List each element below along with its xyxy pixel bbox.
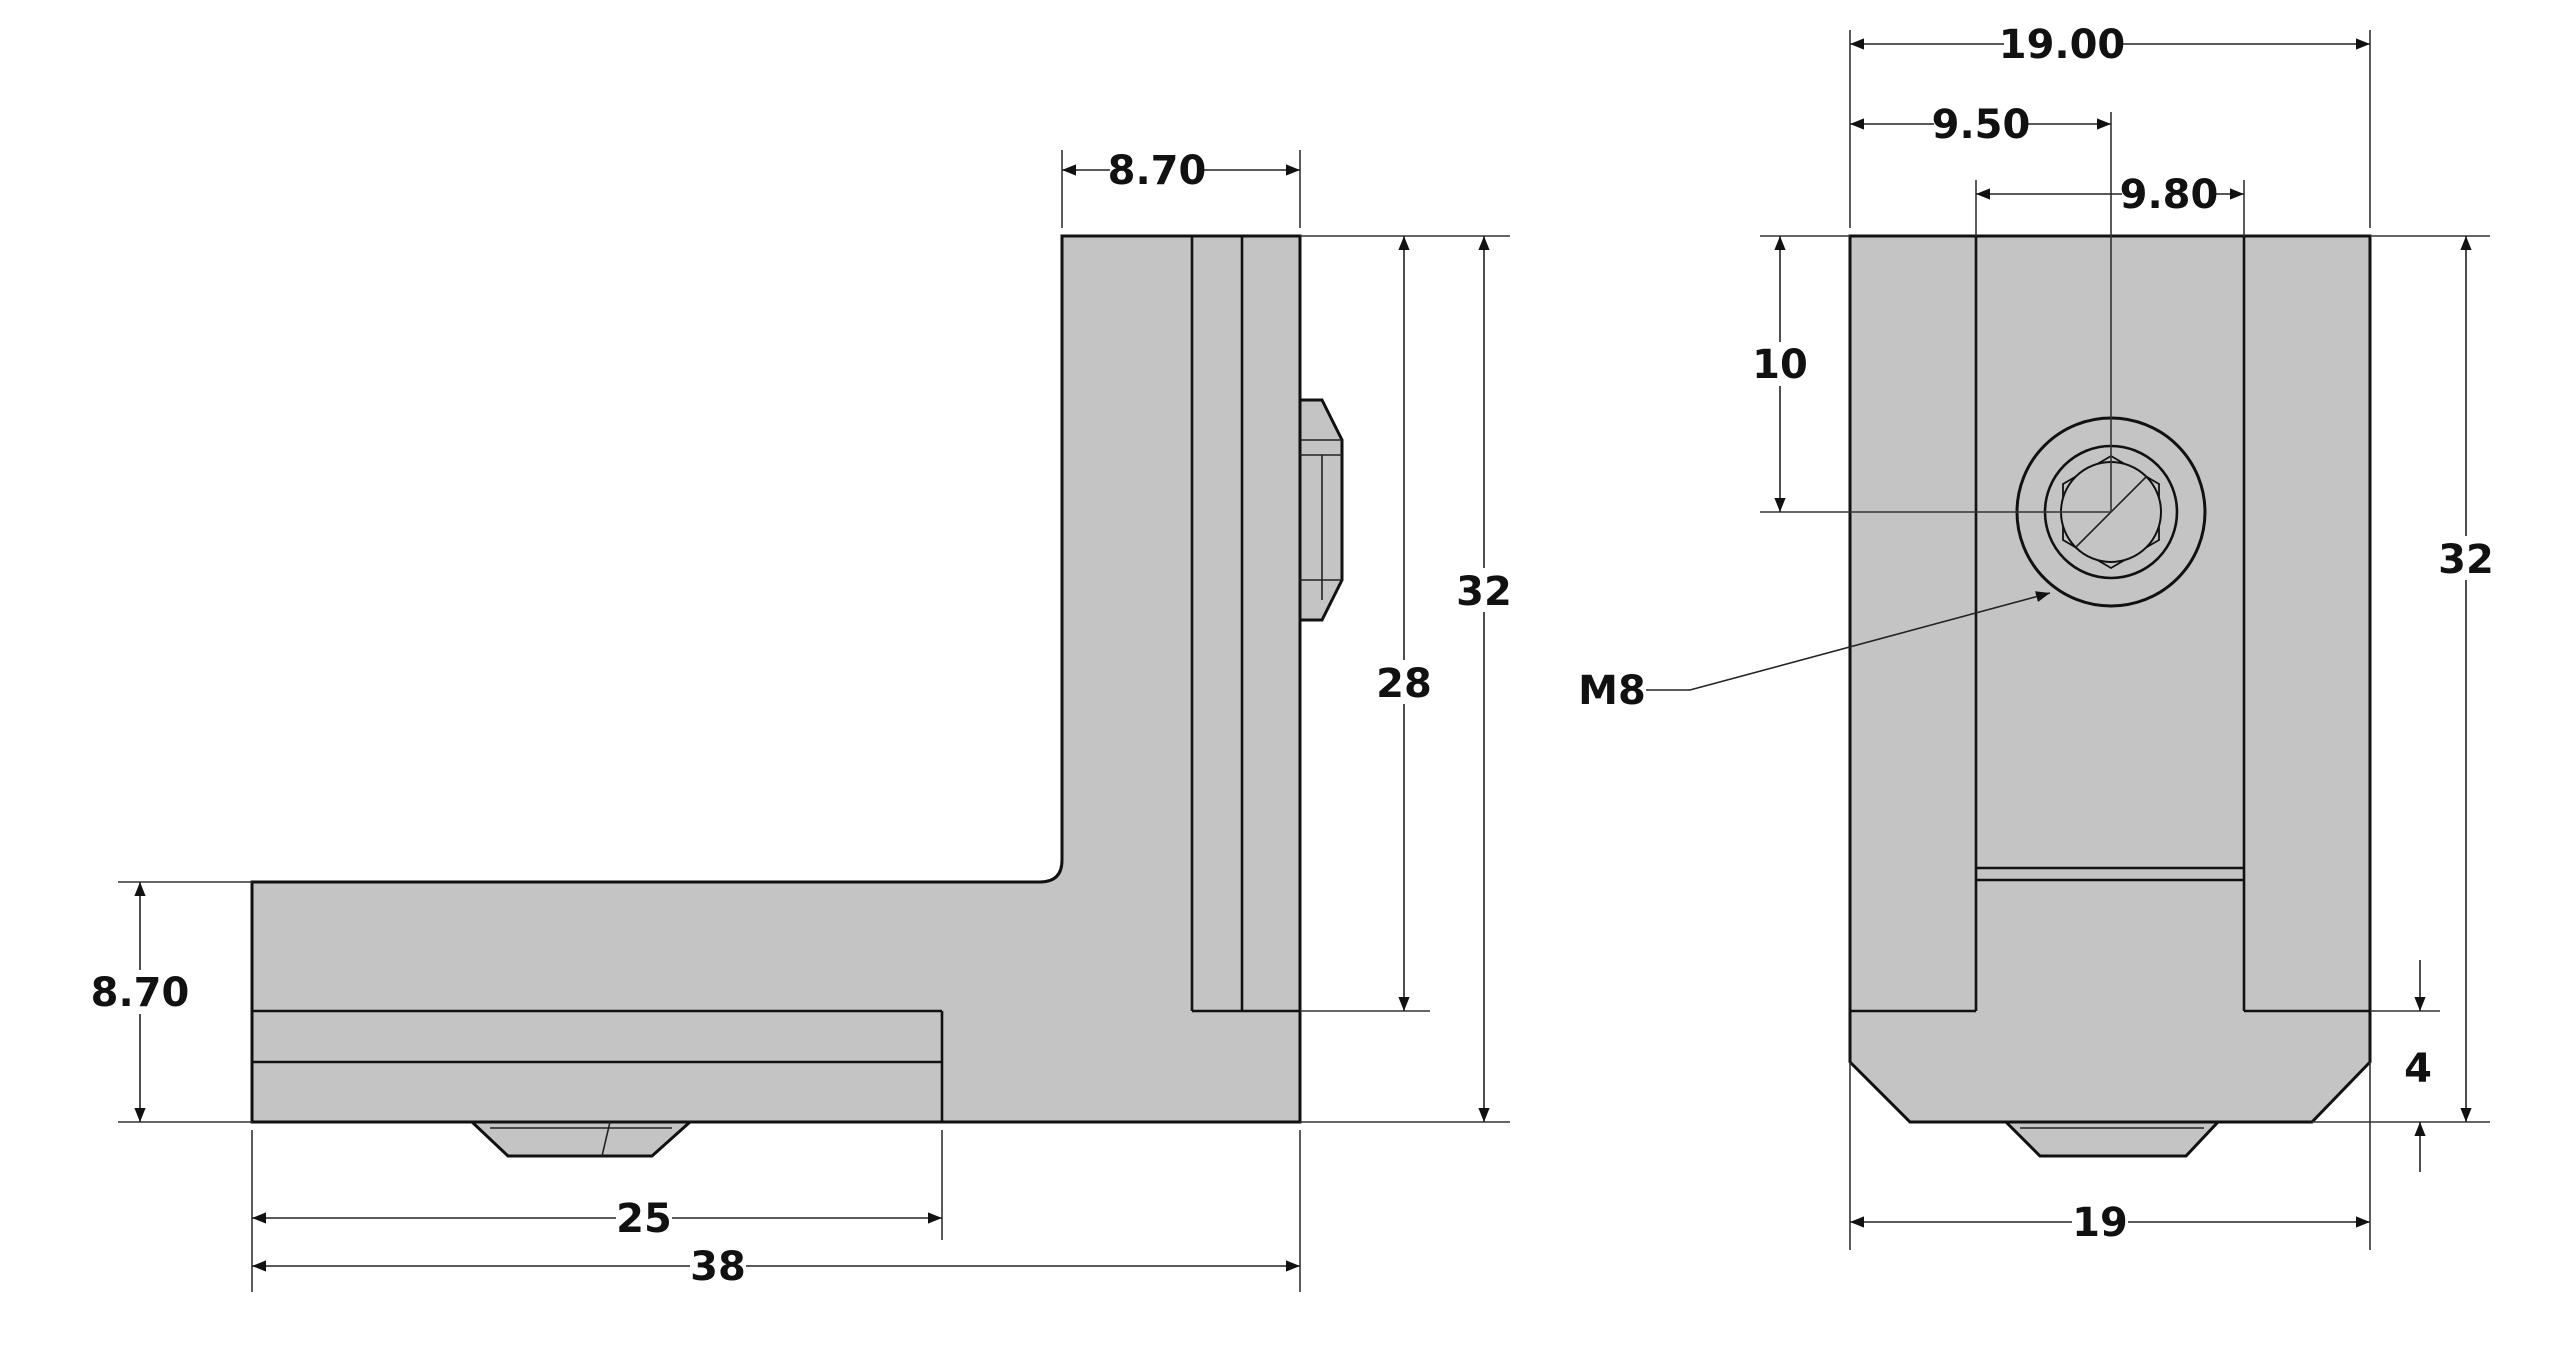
dim-label-front-base-width: 19 <box>2072 1200 2128 1246</box>
front-nut-bottom <box>2002 1120 2222 1158</box>
dim-label-base-height: 8.70 <box>91 970 190 1016</box>
side-nut-right <box>1298 398 1344 622</box>
dim-label-front-total-height: 32 <box>2438 537 2494 583</box>
thread-callout-label: M8 <box>1578 668 1646 714</box>
side-view-body <box>250 234 1302 1124</box>
dim-label-front-hole-height: 10 <box>1752 342 1808 388</box>
dim-label-channel-length: 25 <box>616 1196 672 1242</box>
front-view-body <box>1848 234 2372 1124</box>
front-screw-hex-socket <box>2062 454 2160 570</box>
side-nut-bottom <box>468 1120 694 1158</box>
dim-label-inner-height: 28 <box>1376 661 1432 707</box>
dim-label-top-width: 8.70 <box>1108 148 1207 194</box>
side-nut-bottom-line-2 <box>601 1121 611 1157</box>
front-view: 19.00 9.50 9.80 10 32 4 19 M8 <box>1578 22 2494 1250</box>
dim-label-front-total-width: 19.00 <box>1999 22 2126 68</box>
dim-label-front-slot-width: 9.80 <box>2120 172 2219 218</box>
dim-label-total-height: 32 <box>1456 569 1512 615</box>
dim-label-front-half-width: 9.50 <box>1932 102 2031 148</box>
thread-callout-leader <box>1646 591 2051 691</box>
dim-label-total-length: 38 <box>690 1244 746 1290</box>
dim-label-front-bottom-offset: 4 <box>2404 1046 2432 1092</box>
side-view: 8.70 28 32 8.70 25 38 <box>91 148 1512 1292</box>
